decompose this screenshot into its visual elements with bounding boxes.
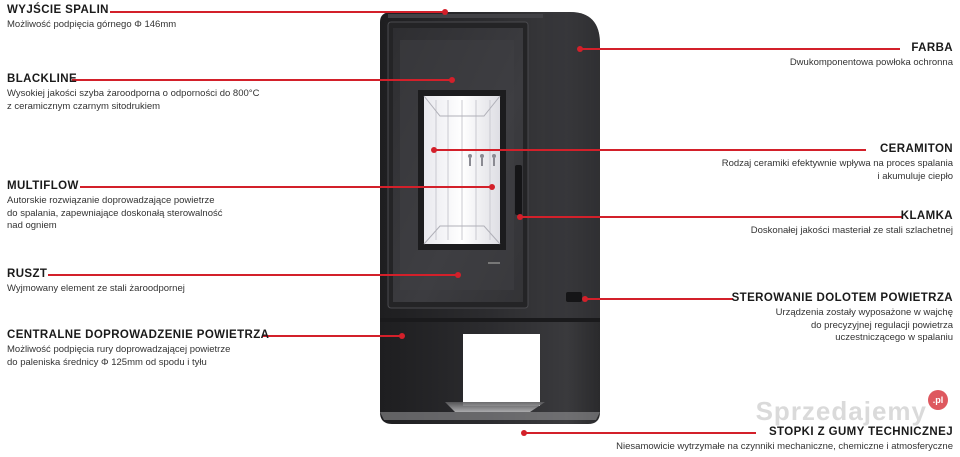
feature-desc: Urządzenia zostały wyposażone w wajchę d… <box>775 307 953 343</box>
feature-title: FARBA <box>911 42 953 54</box>
air-lever <box>566 292 582 302</box>
feature-desc: Rodzaj ceramiki efektywnie wpływa na pro… <box>721 158 953 182</box>
feature-ruszt: RUSZT Wyjmowany element ze stali żaroodp… <box>7 267 185 296</box>
feature-wyjscie-spalin: WYJŚCIE SPALIN Możliwość podpięcia górne… <box>7 3 176 32</box>
feature-desc: Doskonałej jakości masteriał ze stali sz… <box>750 225 953 236</box>
feature-desc: Możliwość podpięcia górnego Φ 146mm <box>7 19 177 30</box>
watermark-text: Sprzedajemy <box>755 396 927 426</box>
leader-dot <box>431 147 437 153</box>
feature-blackline: BLACKLINE Wysokiej jakości szyba żaroodp… <box>7 72 259 113</box>
feature-desc: Wysokiej jakości szyba żaroodporna o odp… <box>7 88 260 112</box>
feature-centralne: CENTRALNE DOPROWADZENIE POWIETRZA Możliw… <box>7 328 269 369</box>
leader-line <box>524 432 756 434</box>
feature-title: CERAMITON <box>879 143 953 155</box>
feature-title: STOPKI Z GUMY TECHNICZNEJ <box>768 426 953 438</box>
leader-dot <box>521 430 527 436</box>
leader-dot <box>577 46 583 52</box>
feature-desc: Niesamowicie wytrzymałe na czynniki mech… <box>616 441 953 452</box>
feature-title: STEROWANIE DOLOTEM POWIETRZA <box>731 292 953 304</box>
feature-stopki: STOPKI Z GUMY TECHNICZNEJ Niesamowicie w… <box>616 425 953 454</box>
feature-klamka: KLAMKA Doskonałej jakości masteriał ze s… <box>751 209 953 238</box>
leader-line <box>72 79 452 81</box>
feature-title: MULTIFLOW <box>7 180 79 192</box>
leader-dot <box>517 214 523 220</box>
leader-line <box>434 149 866 151</box>
leader-line <box>80 186 492 188</box>
leader-line <box>520 216 902 218</box>
leader-dot <box>449 77 455 83</box>
feature-sterowanie: STEROWANIE DOLOTEM POWIETRZA Urządzenia … <box>732 291 953 345</box>
leader-line <box>48 274 458 276</box>
leader-dot <box>399 333 405 339</box>
feature-title: CENTRALNE DOPROWADZENIE POWIETRZA <box>7 329 270 341</box>
feature-title: RUSZT <box>7 268 48 280</box>
leader-dot <box>582 296 588 302</box>
feature-title: KLAMKA <box>900 210 953 222</box>
feature-desc: Autorskie rozwiązanie doprowadzające pow… <box>7 195 223 231</box>
leader-dot <box>442 9 448 15</box>
leader-line <box>585 298 733 300</box>
leader-dot <box>489 184 495 190</box>
feature-desc: Możliwość podpięcia rury doprowadzającej… <box>7 344 231 368</box>
watermark: Sprzedajemy.pl <box>755 390 948 427</box>
feature-title: BLACKLINE <box>7 73 78 85</box>
leader-line <box>110 11 445 13</box>
door-handle <box>515 165 522 215</box>
feature-title: WYJŚCIE SPALIN <box>7 4 109 16</box>
watermark-badge: .pl <box>928 390 948 410</box>
feature-multiflow: MULTIFLOW Autorskie rozwiązanie doprowad… <box>7 179 222 233</box>
leader-dot <box>455 272 461 278</box>
feature-ceramiton: CERAMITON Rodzaj ceramiki efektywnie wpł… <box>722 142 953 183</box>
feature-desc: Wyjmowany element ze stali żaroodpornej <box>7 283 185 294</box>
feature-desc: Dwukomponentowa powłoka ochronna <box>789 57 953 68</box>
base-opening <box>463 334 540 406</box>
leader-line <box>580 48 900 50</box>
feature-farba: FARBA Dwukomponentowa powłoka ochronna <box>790 41 953 70</box>
leader-line <box>262 335 402 337</box>
